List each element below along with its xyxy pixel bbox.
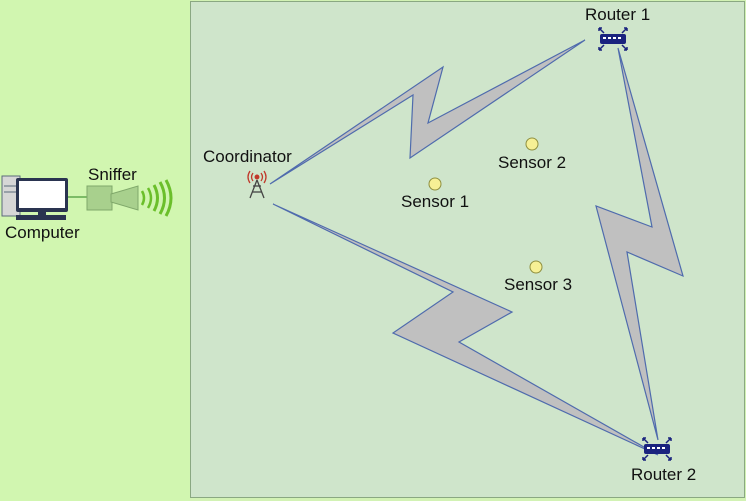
antenna-tower-icon	[247, 170, 267, 199]
sensor-1-label: Sensor 1	[401, 192, 470, 211]
sensor-3-label: Sensor 3	[504, 275, 573, 294]
router-1-label: Router 1	[585, 5, 651, 24]
sniffer-zone	[0, 0, 190, 501]
sniffer-device-icon	[86, 179, 173, 217]
sensor-3-node	[529, 260, 543, 274]
link-coordinator-router1	[269, 39, 586, 185]
router-icon	[598, 27, 628, 51]
sensor-2-label: Sensor 2	[498, 153, 567, 172]
sniffer-label: Sniffer	[88, 165, 137, 184]
router-2-label: Router 2	[631, 465, 697, 484]
coordinator-label: Coordinator	[203, 147, 292, 166]
sensor-2-node	[525, 137, 539, 151]
link-router1-router2	[595, 47, 684, 441]
link-coordinator-router2	[272, 203, 659, 456]
computer-label: Computer	[5, 223, 80, 242]
router-icon	[642, 437, 672, 461]
sensor-1-node	[428, 177, 442, 191]
desktop-computer-icon	[1, 175, 68, 220]
